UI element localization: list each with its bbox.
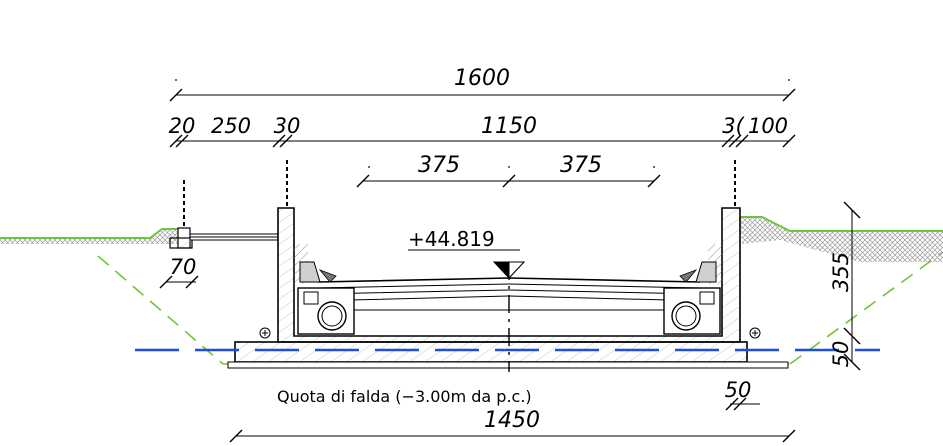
- dim-375-left: 375: [418, 153, 460, 178]
- outer-drain-pipes: [259, 327, 761, 339]
- dim-50-right: 50: [725, 378, 752, 402]
- dim-375-right: 375: [560, 153, 602, 178]
- left-sidewalk: [169, 160, 736, 249]
- level-value: +44.819: [408, 227, 495, 251]
- dimension-overall-bottom: 1450: [229, 408, 796, 443]
- dimension-footing-left: 70: [159, 255, 199, 289]
- dim-100: 100: [748, 114, 788, 138]
- water-table-note: Quota di falda (−3.00m da p.c.): [277, 387, 532, 406]
- right-drain-chamber: [663, 261, 721, 335]
- dim-1600: 1600: [454, 66, 510, 91]
- dim-20: 20: [169, 114, 196, 138]
- dimension-vertical-right: 355 50: [829, 201, 861, 371]
- left-drain-chamber: [297, 261, 355, 335]
- ground-right: [740, 216, 943, 262]
- dimension-chain-second-row: 20 250 30 1150 3( 100: [169, 114, 796, 148]
- dimension-right-small: 50: [725, 378, 760, 411]
- level-marker: +44.819: [408, 227, 526, 280]
- dim-right-3: 3(: [722, 114, 744, 138]
- dim-70: 70: [170, 255, 197, 279]
- dim-1150: 1150: [481, 114, 537, 139]
- dimension-lanes: 375 375: [356, 153, 661, 188]
- dim-30: 30: [274, 114, 301, 138]
- ground-left: [0, 228, 180, 244]
- dim-250: 250: [211, 114, 251, 138]
- dim-1450: 1450: [484, 408, 540, 433]
- dimension-overall-top: 1600: [169, 66, 796, 102]
- dim-355: 355: [829, 252, 853, 292]
- dim-50-vertical: 50: [829, 341, 853, 368]
